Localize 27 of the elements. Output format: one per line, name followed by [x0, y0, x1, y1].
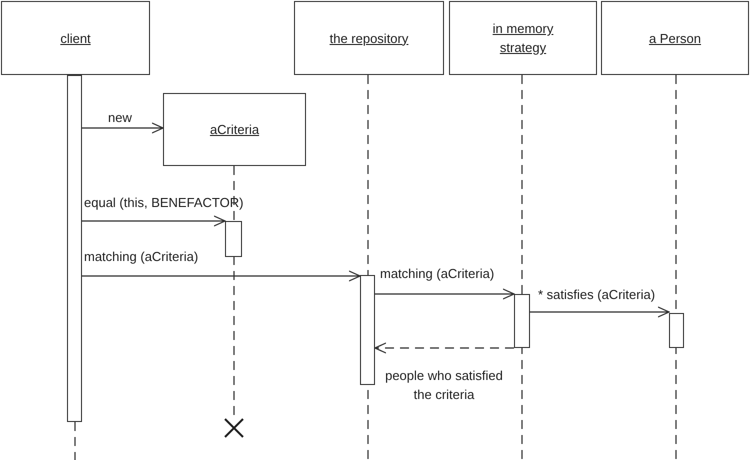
object-name: in memory strategy [492, 20, 554, 57]
message-arrow [82, 122, 164, 134]
activation-bar [360, 275, 375, 385]
object-name: the repository [328, 30, 410, 48]
object-name: a Person [648, 30, 702, 48]
edge-label: people who satisfied the criteria [384, 367, 504, 404]
activation-bar [225, 221, 242, 257]
object-box [163, 93, 306, 166]
edge-label: equal (this, BENEFACTOR) [84, 194, 244, 212]
activation-bar [67, 75, 82, 422]
return-arrow [374, 342, 514, 354]
message-arrow [82, 270, 361, 282]
object-box [1, 1, 150, 75]
object-name: client [59, 30, 92, 48]
edge-label: matching (aCriteria) [84, 248, 198, 266]
object-box [449, 1, 597, 75]
edge-label: matching (aCriteria) [380, 265, 494, 283]
message-arrow [530, 306, 670, 318]
edge-label: new [108, 109, 132, 127]
activation-bar [669, 313, 684, 348]
object-box [601, 1, 749, 75]
object-name: aCriteria [208, 121, 260, 139]
activation-bar [514, 294, 530, 348]
edge-label: * satisfies (aCriteria) [538, 286, 656, 304]
object-box [294, 1, 444, 75]
message-arrow [82, 215, 226, 227]
message-arrow [375, 288, 515, 300]
